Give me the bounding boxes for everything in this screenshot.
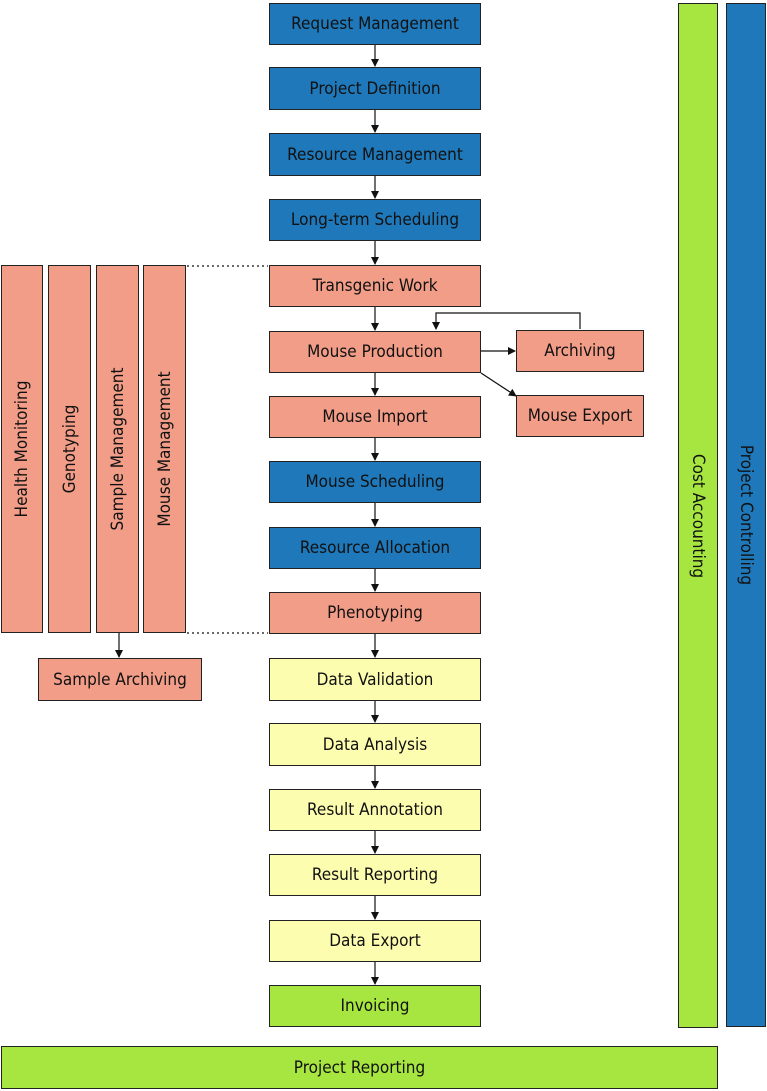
sample-management-bar: Sample Management <box>96 265 139 633</box>
result-annotation-label: Result Annotation <box>307 800 443 820</box>
project-controlling-bar: Project Controlling <box>726 3 766 1027</box>
mouse-management-bar: Mouse Management <box>143 265 186 633</box>
arrow-production-to-mouse-export <box>480 372 517 397</box>
request-management-label: Request Management <box>291 14 459 34</box>
mouse-import-label: Mouse Import <box>322 407 428 427</box>
mouse-scheduling-label: Mouse Scheduling <box>305 472 445 492</box>
resource-allocation-label: Resource Allocation <box>299 538 451 558</box>
project-reporting-label: Project Reporting <box>293 1057 426 1078</box>
mouse-export-label: Mouse Export <box>527 406 633 426</box>
phenotyping-label: Phenotyping <box>327 603 423 623</box>
genotyping-label: Genotyping <box>59 404 80 494</box>
long-term-scheduling-label: Long-term Scheduling <box>290 210 460 230</box>
sample-archiving-label: Sample Archiving <box>53 669 187 690</box>
result-reporting-box: Result Reporting <box>269 854 481 896</box>
data-validation-label: Data Validation <box>316 669 434 690</box>
data-analysis-label: Data Analysis <box>322 734 428 755</box>
project-reporting-bar: Project Reporting <box>1 1046 718 1089</box>
resource-management-box: Resource Management <box>269 133 481 176</box>
transgenic-work-label: Transgenic Work <box>312 276 438 296</box>
mouse-export-box: Mouse Export <box>516 395 644 437</box>
invoicing-label: Invoicing <box>340 996 410 1016</box>
project-controlling-label: Project Controlling <box>736 444 756 586</box>
arrow-archiving-loop-back <box>432 312 581 330</box>
phenotyping-box: Phenotyping <box>269 592 481 634</box>
project-definition-box: Project Definition <box>269 67 481 110</box>
health-monitoring-bar: Health Monitoring <box>1 265 43 633</box>
mouse-import-box: Mouse Import <box>269 396 481 438</box>
mouse-production-box: Mouse Production <box>269 331 481 373</box>
transgenic-work-box: Transgenic Work <box>269 265 481 307</box>
resource-allocation-box: Resource Allocation <box>269 527 481 569</box>
data-export-label: Data Export <box>329 931 421 951</box>
archiving-label: Archiving <box>544 341 616 361</box>
mouse-management-label: Mouse Management <box>154 371 175 527</box>
request-management-box: Request Management <box>269 3 481 45</box>
data-export-box: Data Export <box>269 920 481 962</box>
data-validation-box: Data Validation <box>269 658 481 701</box>
cost-accounting-bar: Cost Accounting <box>678 3 718 1028</box>
result-reporting-label: Result Reporting <box>311 865 439 885</box>
invoicing-box: Invoicing <box>269 985 481 1027</box>
cost-accounting-label: Cost Accounting <box>688 453 708 578</box>
mouse-scheduling-box: Mouse Scheduling <box>269 461 481 503</box>
sample-archiving-box: Sample Archiving <box>38 658 202 701</box>
sample-management-label: Sample Management <box>107 367 128 531</box>
long-term-scheduling-box: Long-term Scheduling <box>269 199 481 241</box>
health-monitoring-label: Health Monitoring <box>12 380 32 518</box>
genotyping-bar: Genotyping <box>48 265 91 633</box>
result-annotation-box: Result Annotation <box>269 789 481 831</box>
data-analysis-box: Data Analysis <box>269 723 481 766</box>
archiving-box: Archiving <box>516 330 644 372</box>
project-definition-label: Project Definition <box>309 78 441 99</box>
mouse-production-label: Mouse Production <box>307 342 443 362</box>
resource-management-label: Resource Management <box>287 144 463 165</box>
